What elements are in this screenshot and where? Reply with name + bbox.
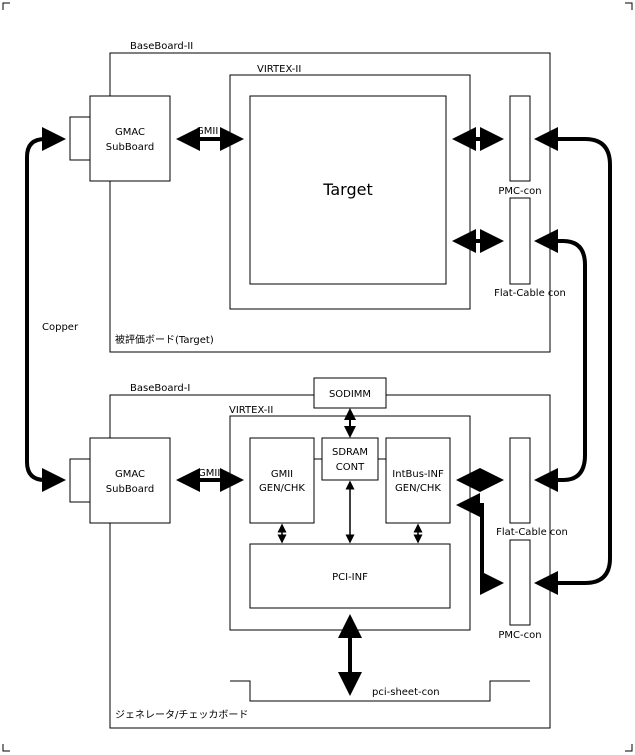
bottom-flat-con-label: Flat-Cable con: [496, 527, 568, 538]
sdram-cont-label-1: SDRAM: [332, 447, 368, 458]
sdram-cont-label-2: CONT: [336, 462, 365, 473]
bottom-flat-con: [509, 437, 531, 524]
flat-cable: [534, 229, 587, 492]
bottom-gmac-label-1: GMAC: [115, 469, 145, 480]
sdram-cont-block: [321, 437, 379, 481]
top-gmii-label: GMII: [196, 126, 218, 137]
gmii-gen-chk-label-1: GMII: [271, 469, 293, 480]
top-gmac-connector: [69, 116, 91, 161]
top-flat-con: [509, 197, 531, 285]
intbus-inf-label-1: IntBus-INF: [392, 469, 444, 480]
gmii-gen-chk-block: [249, 437, 315, 524]
top-pmc-con: [509, 95, 531, 182]
top-flat-con-label: Flat-Cable con: [494, 288, 566, 299]
gmii-gen-chk-label-2: GEN/CHK: [259, 483, 305, 494]
bottom-fpga-label: VIRTEX-II: [229, 405, 273, 416]
top-gmac-subboard: [89, 95, 171, 182]
top-baseboard-label: BaseBoard-II: [130, 41, 193, 52]
intbus-inf-label-2: GEN/CHK: [395, 483, 441, 494]
pmc-cable: [534, 127, 612, 595]
sodimm-block: [313, 377, 387, 409]
bottom-gmac-label-2: SubBoard: [106, 484, 154, 495]
top-board-caption: 被評価ボード(Target): [115, 333, 214, 346]
bottom-gmac-connector: [69, 458, 91, 503]
bottom-baseboard-label: BaseBoard-I: [130, 383, 190, 394]
bottom-pmc-con-label: PMC-con: [498, 630, 541, 641]
target-block: [249, 95, 447, 285]
copper-cable: [25, 127, 66, 492]
top-pmc-con-label: PMC-con: [498, 186, 541, 197]
bottom-gmac-subboard: [89, 437, 171, 524]
top-fpga-label: VIRTEX-II: [257, 64, 301, 75]
copper-label: Copper: [42, 322, 79, 333]
sodimm-label: SODIMM: [329, 389, 371, 400]
pci-inf-label: PCI-INF: [332, 572, 368, 583]
pci-inf-block: [249, 543, 451, 609]
top-gmac-label-2: SubBoard: [106, 142, 154, 153]
bottom-pmc-con: [509, 539, 531, 626]
intbus-inf-block: [385, 437, 451, 524]
pci-sheet-con-label: pci-sheet-con: [372, 687, 440, 698]
bottom-board-caption: ジェネレータ/チェッカボード: [115, 709, 248, 721]
bottom-gmii-label: GMII: [198, 468, 220, 479]
pci-sheet-con-outline: [230, 680, 530, 702]
top-gmac-label-1: GMAC: [115, 127, 145, 138]
intbus-pmc-bus: [456, 493, 504, 595]
target-label: Target: [322, 180, 373, 199]
